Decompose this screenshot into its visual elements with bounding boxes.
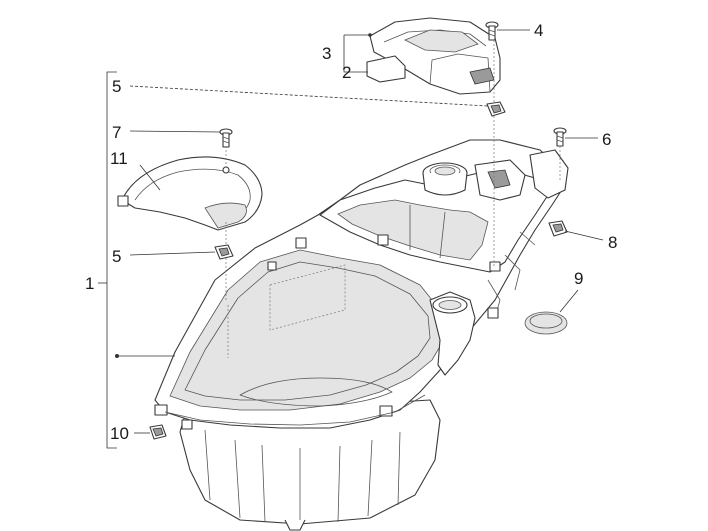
clip-nut-part-8 — [548, 220, 568, 237]
callout-1: 1 — [85, 274, 94, 293]
leader-lines — [129, 29, 604, 434]
callout-5-lower: 5 — [112, 247, 121, 266]
rubber-plug-part-9 — [524, 311, 568, 335]
callout-2: 2 — [342, 63, 351, 82]
seat-lock-assembly — [366, 17, 501, 95]
callout-11: 11 — [110, 149, 128, 168]
access-cover-plate — [117, 156, 263, 231]
callout-labels: 1 2 3 4 5 6 7 11 5 8 9 10 — [85, 21, 617, 443]
clip-nut-part-10 — [149, 424, 167, 440]
callout-5-upper: 5 — [112, 77, 121, 96]
clip-nut-part-5-lower — [214, 244, 234, 260]
callout-9: 9 — [574, 269, 583, 288]
helmet-compartment-body — [154, 139, 569, 531]
callout-7: 7 — [112, 123, 121, 142]
callout-6: 6 — [602, 130, 611, 149]
callout-4: 4 — [534, 21, 543, 40]
callout-3: 3 — [322, 44, 331, 63]
assembly-bracket — [98, 71, 175, 449]
callout-8: 8 — [608, 233, 617, 252]
callout-10: 10 — [110, 424, 129, 443]
clip-nut-part-5-upper — [486, 101, 506, 117]
screw-part-6 — [553, 127, 567, 147]
screw-part-7 — [219, 128, 233, 148]
screw-part-4 — [485, 21, 499, 41]
